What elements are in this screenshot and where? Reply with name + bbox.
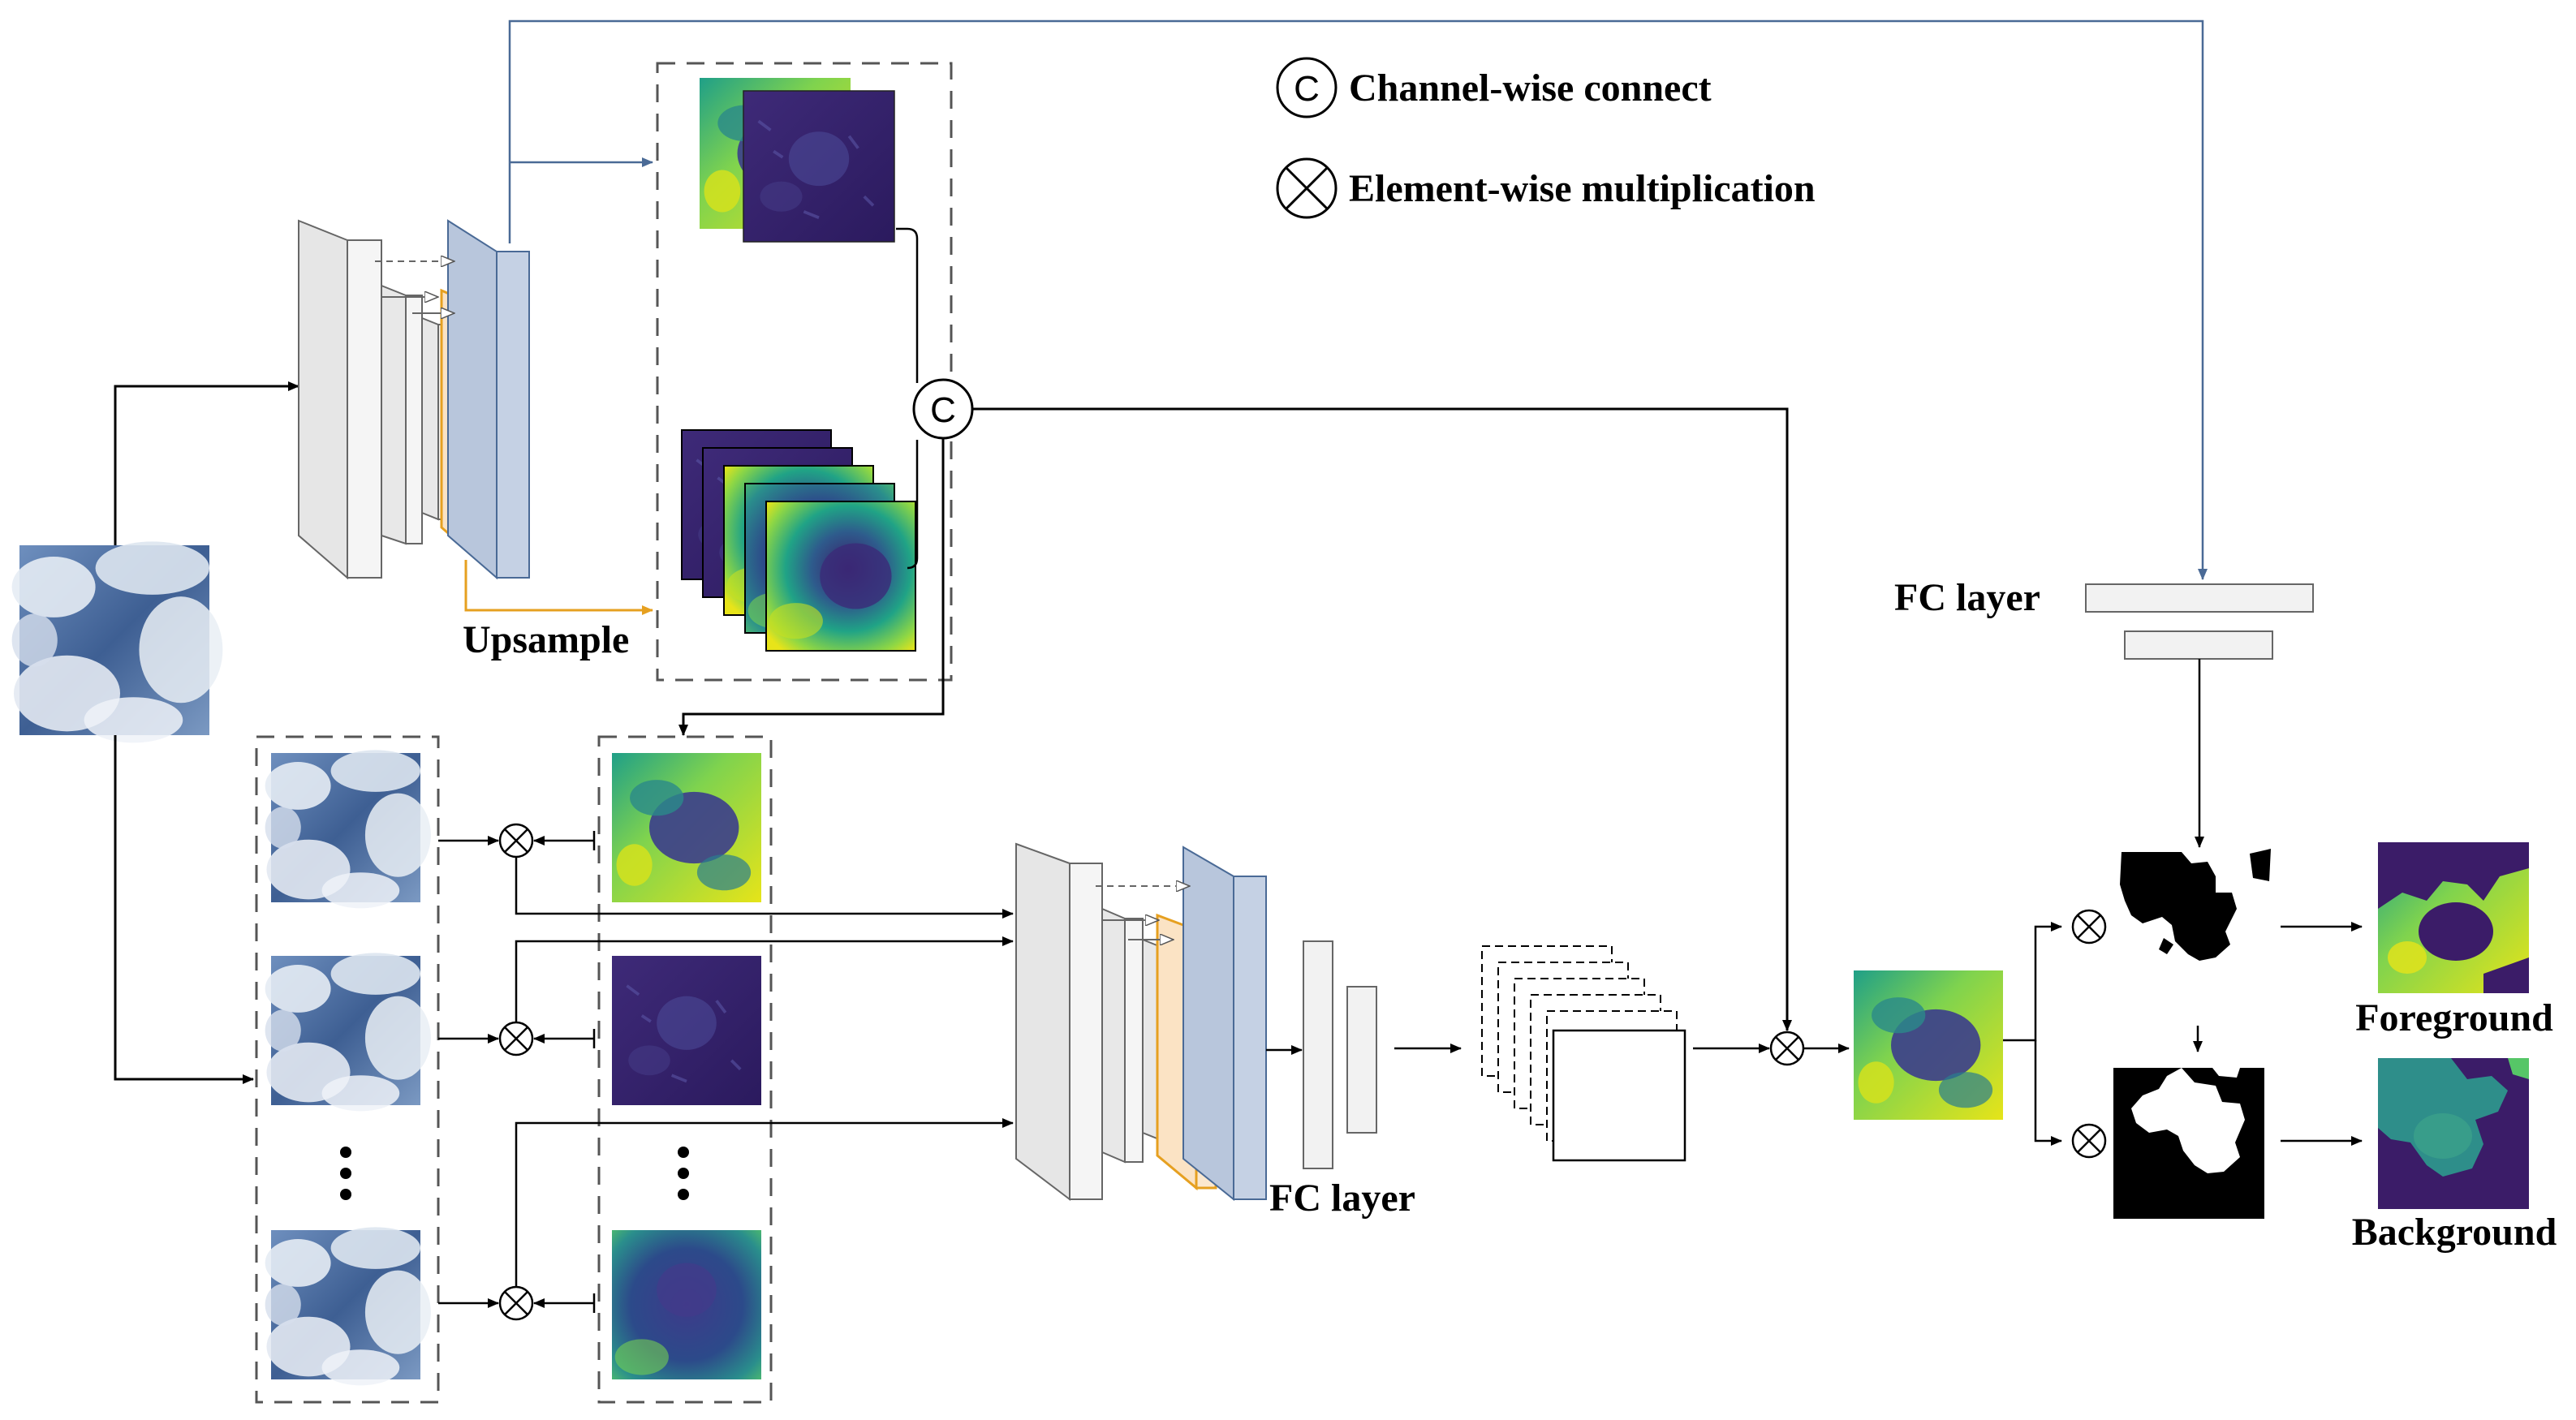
multiply-node-2 (498, 1021, 534, 1056)
upsample-arrow (464, 560, 653, 615)
cloud-patch-2 (265, 953, 431, 1112)
foreground-label: Foreground (2355, 996, 2553, 1039)
cloud-patch-1 (265, 750, 431, 909)
channel-connect-label: Channel-wise connect (1349, 67, 1712, 110)
concat-node: C (912, 378, 974, 440)
concat-legend-icon (1276, 57, 1338, 118)
blue-skip-arrows (508, 19, 2208, 580)
fc-layer-bottom-label: FC layer (1269, 1177, 1415, 1220)
top-feature-box (656, 62, 953, 682)
foreground-output-image (2378, 842, 2529, 993)
output-split-arrows (2003, 922, 2062, 1146)
top-fc-bars (2085, 583, 2314, 660)
output-heatmap (1854, 970, 2003, 1120)
background-label: Background (2352, 1211, 2557, 1254)
vertical-dots-icon (340, 1147, 351, 1200)
background-output-image (2378, 1058, 2529, 1209)
multiply-input-arrows (438, 831, 596, 1313)
concat-connectors (896, 227, 919, 570)
element-multiply-label: Element-wise multiplication (1349, 167, 1816, 210)
feature-page-stack (1481, 945, 1686, 1162)
concat-legend-symbol: C (1294, 69, 1320, 109)
foreground-mask (2120, 849, 2271, 961)
background-mask (2113, 1068, 2264, 1219)
attention-map-3 (612, 1230, 761, 1379)
vertical-dots-icon-2 (678, 1147, 689, 1200)
attention-map-2 (610, 954, 763, 1107)
fc-layer-top-label: FC layer (1894, 576, 2040, 619)
multiply-output-arrows (515, 857, 1014, 1287)
legend: C Channel-wise connect Element-wise mult… (1276, 57, 1816, 219)
concat-output-arrows (678, 407, 1792, 1031)
attention-column-box (597, 735, 773, 1404)
multiply-legend-icon (1276, 157, 1338, 219)
background-multiply-node (2071, 1123, 2107, 1159)
cloud-patch-3 (265, 1227, 431, 1386)
cloud-column-box (255, 735, 440, 1404)
top-feature-stack (680, 428, 916, 652)
attention-map-1 (612, 753, 761, 902)
multiply-node-1 (498, 823, 534, 858)
main-multiply-node (1769, 1031, 1805, 1066)
upsample-label: Upsample (463, 618, 629, 661)
top-attention-maps (700, 78, 896, 243)
final-output-arrows (2281, 922, 2363, 1146)
input-arrows (114, 381, 299, 1084)
concat-node-symbol: C (930, 390, 956, 430)
multiply-node-3 (498, 1285, 534, 1321)
bottom-unet-network (1015, 842, 1267, 1202)
top-unet-network (298, 219, 530, 580)
bottom-fc-bars (1303, 940, 1377, 1169)
input-cloud-image (11, 541, 223, 743)
foreground-multiply-node (2071, 909, 2107, 945)
